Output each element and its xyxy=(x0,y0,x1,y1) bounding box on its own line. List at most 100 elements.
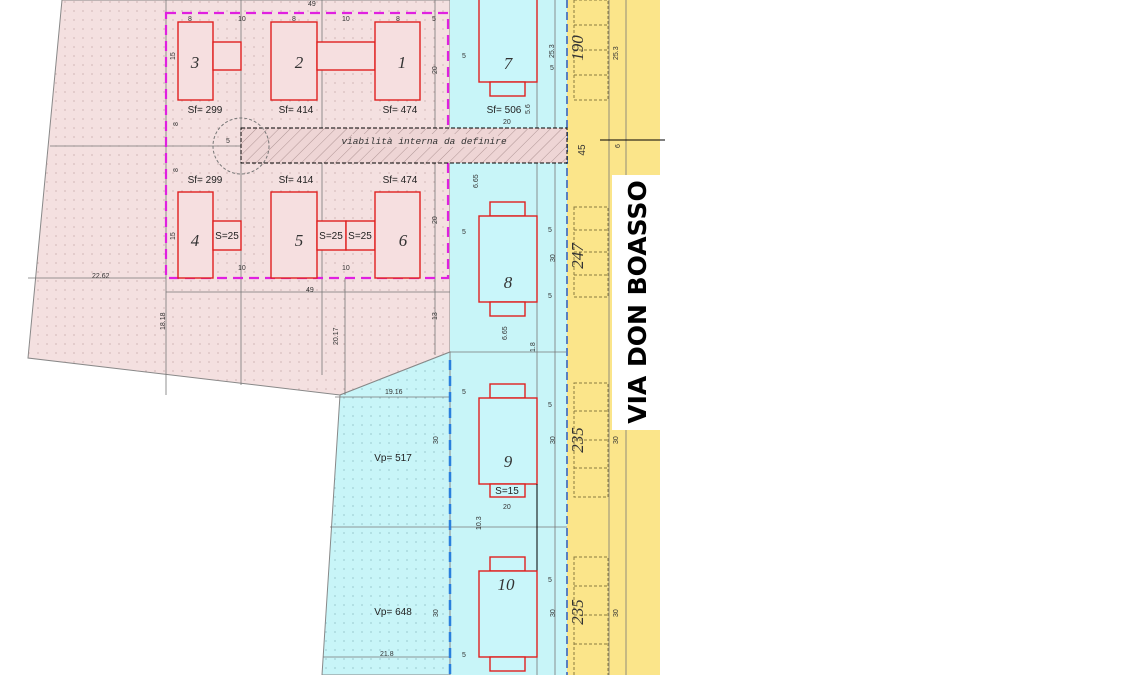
svg-text:S=15: S=15 xyxy=(495,486,519,497)
svg-text:S=25: S=25 xyxy=(348,231,372,242)
svg-text:19.16: 19.16 xyxy=(385,389,403,396)
svg-text:5: 5 xyxy=(226,138,230,145)
svg-text:22.62: 22.62 xyxy=(92,273,110,280)
connector xyxy=(212,41,242,71)
svg-text:6.65: 6.65 xyxy=(502,326,509,340)
svg-text:8: 8 xyxy=(396,16,400,23)
svg-text:5: 5 xyxy=(550,65,554,72)
svg-text:18.18: 18.18 xyxy=(160,312,167,330)
svg-text:5: 5 xyxy=(462,53,466,60)
road-width-label: 45 xyxy=(577,144,588,156)
lot-8[interactable]: 8 xyxy=(478,201,538,317)
svg-text:30: 30 xyxy=(433,436,440,444)
svg-text:10: 10 xyxy=(238,16,246,23)
svg-text:30: 30 xyxy=(613,609,620,617)
svg-text:6: 6 xyxy=(615,144,622,148)
svg-text:30: 30 xyxy=(613,436,620,444)
svg-text:10: 10 xyxy=(342,265,350,272)
lot-7[interactable]: 7Sf= 506 xyxy=(478,0,538,116)
svg-text:8: 8 xyxy=(504,273,513,292)
svg-text:4: 4 xyxy=(191,231,200,250)
svg-text:20: 20 xyxy=(503,504,511,511)
parking-block: 235 xyxy=(568,382,609,498)
svg-text:5: 5 xyxy=(432,16,436,23)
svg-text:3: 3 xyxy=(190,53,200,72)
svg-text:Sf= 474: Sf= 474 xyxy=(383,105,418,116)
svg-text:S=25: S=25 xyxy=(215,231,239,242)
parking-block: 247 xyxy=(568,206,609,298)
svg-text:Sf= 299: Sf= 299 xyxy=(188,105,223,116)
garage: S=25 xyxy=(212,220,242,251)
svg-text:9: 9 xyxy=(504,452,513,471)
svg-text:20: 20 xyxy=(432,66,439,74)
svg-text:20: 20 xyxy=(503,119,511,126)
lot-5[interactable]: Sf= 414 5 xyxy=(270,175,318,279)
svg-text:235: 235 xyxy=(568,427,587,453)
svg-text:5: 5 xyxy=(462,652,466,659)
svg-text:5: 5 xyxy=(548,227,552,234)
svg-text:13: 13 xyxy=(432,312,439,320)
parking-block: 235 xyxy=(568,556,609,675)
parking-block: 190 xyxy=(568,0,609,101)
svg-text:30: 30 xyxy=(433,609,440,617)
svg-text:6: 6 xyxy=(399,231,408,250)
svg-text:Sf= 414: Sf= 414 xyxy=(279,175,314,186)
svg-text:8: 8 xyxy=(173,122,180,126)
garage: S=25 xyxy=(345,220,376,251)
svg-text:8: 8 xyxy=(292,16,296,23)
street-label-box xyxy=(612,175,662,430)
svg-text:1: 1 xyxy=(398,53,407,72)
green-area-label: Vp= 648 xyxy=(374,607,412,618)
svg-text:15: 15 xyxy=(170,52,177,60)
svg-text:49: 49 xyxy=(306,287,314,294)
svg-text:5.6: 5.6 xyxy=(525,104,532,114)
svg-text:8: 8 xyxy=(173,168,180,172)
svg-text:5: 5 xyxy=(462,229,466,236)
internal-road: viabilità interna da definire 45 xyxy=(212,117,665,175)
svg-text:49: 49 xyxy=(308,1,316,8)
green-area-label: Vp= 517 xyxy=(374,453,412,464)
svg-text:10.3: 10.3 xyxy=(476,516,483,530)
svg-text:1.8: 1.8 xyxy=(530,342,537,352)
svg-text:30: 30 xyxy=(550,436,557,444)
garage: S=25 xyxy=(316,220,347,251)
lot-4[interactable]: Sf= 299 4 xyxy=(177,175,223,279)
svg-text:20: 20 xyxy=(432,216,439,224)
svg-text:5: 5 xyxy=(295,231,304,250)
svg-text:Sf= 506: Sf= 506 xyxy=(487,105,522,116)
road-label: viabilità interna da definire xyxy=(341,136,507,147)
svg-text:5: 5 xyxy=(462,389,466,396)
svg-text:10: 10 xyxy=(342,16,350,23)
svg-text:235: 235 xyxy=(568,599,587,625)
connector xyxy=(316,41,376,71)
street-name: VIA DON BOASSO xyxy=(623,180,652,423)
svg-text:S=25: S=25 xyxy=(319,231,343,242)
svg-text:8: 8 xyxy=(188,16,192,23)
svg-text:15: 15 xyxy=(170,232,177,240)
svg-text:21.8: 21.8 xyxy=(380,651,394,658)
svg-text:5: 5 xyxy=(548,293,552,300)
svg-text:6.65: 6.65 xyxy=(473,174,480,188)
lot-1[interactable]: 1Sf= 474 xyxy=(374,21,421,116)
lot-9[interactable]: 9S=15 xyxy=(478,383,538,498)
svg-text:10: 10 xyxy=(238,265,246,272)
svg-text:25.3: 25.3 xyxy=(613,46,620,60)
svg-text:10: 10 xyxy=(498,575,516,594)
svg-text:Sf= 474: Sf= 474 xyxy=(383,175,418,186)
lot-3[interactable]: 3Sf= 299 xyxy=(177,21,223,116)
svg-text:5: 5 xyxy=(548,402,552,409)
svg-text:247: 247 xyxy=(568,242,587,269)
svg-text:20.17: 20.17 xyxy=(333,327,340,345)
svg-text:190: 190 xyxy=(568,35,587,61)
lot-6[interactable]: Sf= 474 6 xyxy=(374,175,421,279)
lot-10[interactable]: 10 xyxy=(478,556,538,672)
svg-text:Sf= 414: Sf= 414 xyxy=(279,105,314,116)
svg-text:30: 30 xyxy=(550,609,557,617)
svg-text:2: 2 xyxy=(295,53,304,72)
svg-text:25.3: 25.3 xyxy=(549,44,556,58)
svg-text:5: 5 xyxy=(548,577,552,584)
svg-text:Sf= 299: Sf= 299 xyxy=(188,175,223,186)
svg-text:7: 7 xyxy=(504,54,514,73)
